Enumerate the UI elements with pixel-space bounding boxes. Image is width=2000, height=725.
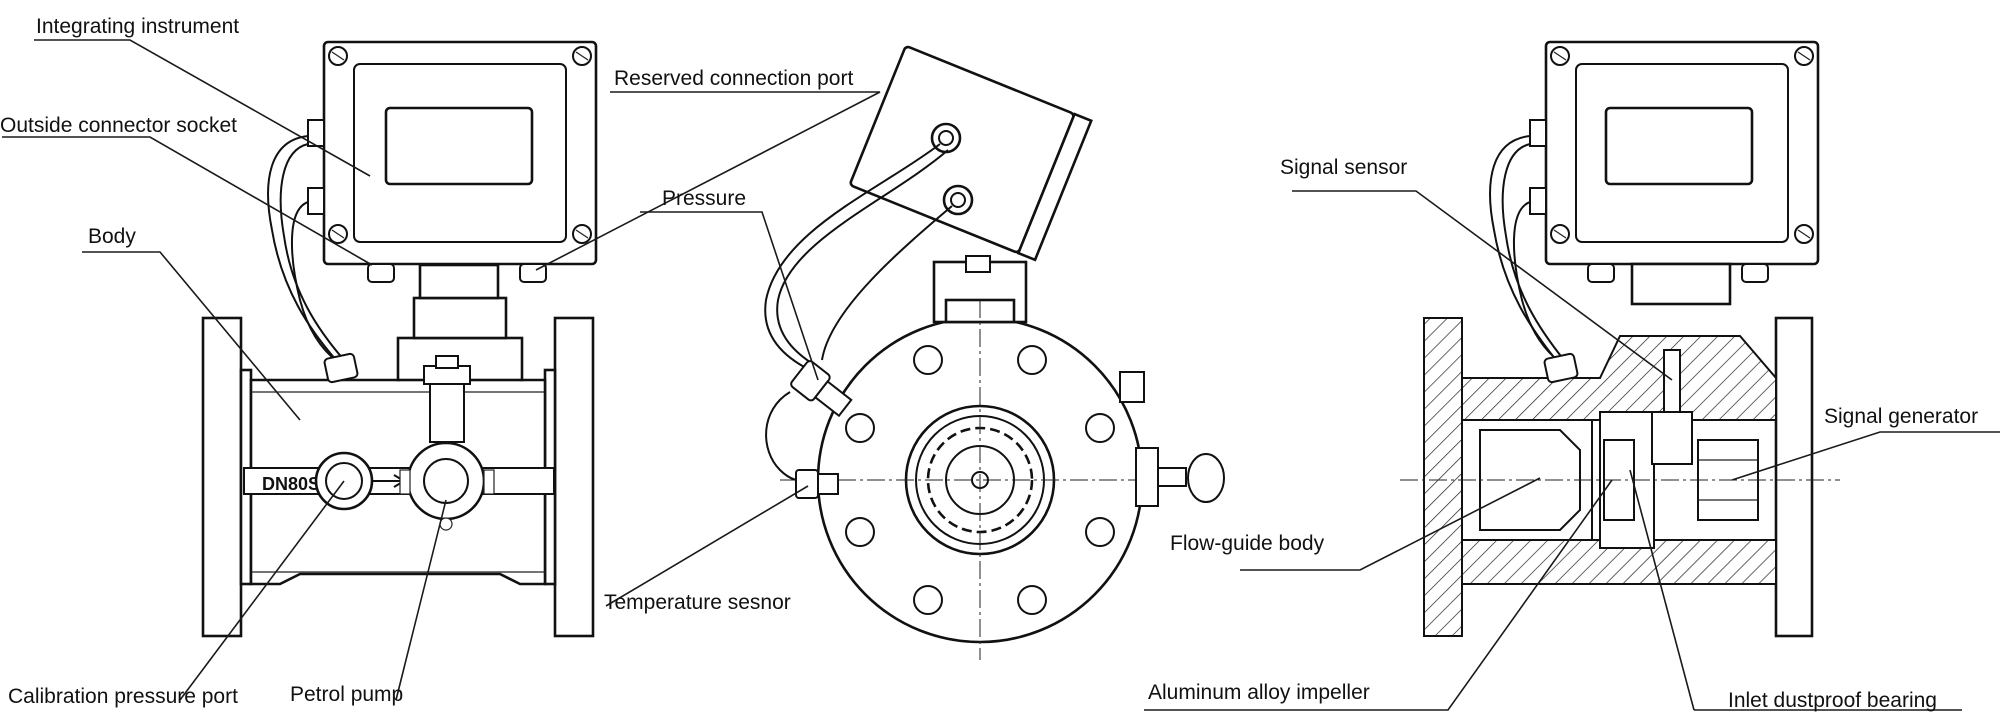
section-left-flange [1423, 317, 1463, 637]
label-flow-guide-body: Flow-guide body [1170, 532, 1325, 555]
front-view: DN80S [201, 40, 598, 638]
label-signal-sensor: Signal sensor [1280, 156, 1407, 179]
side-view [764, 45, 1225, 660]
label-integrating-instrument: Integrating instrument [36, 15, 239, 38]
right-flange [553, 316, 595, 638]
label-signal-generator: Signal generator [1824, 405, 1978, 428]
label-reserved-connection-port: Reserved connection port [614, 67, 853, 90]
section-right-flange [1774, 316, 1814, 638]
label-calibration-pressure-port: Calibration pressure port [8, 685, 238, 708]
label-petrol-pump: Petrol pump [290, 683, 403, 706]
leader-lines [2, 39, 2000, 711]
left-flange [201, 316, 243, 638]
section-view [1400, 40, 1840, 638]
label-temperature-sensor: Temperature sesnor [604, 591, 791, 614]
model-label: DN80S [262, 474, 320, 494]
label-aluminum-alloy-impeller: Aluminum alloy impeller [1148, 681, 1370, 704]
display-window [384, 106, 534, 186]
temperature-sensor [795, 469, 819, 499]
labels: Integrating instrument Outside connector… [0, 15, 1978, 712]
label-inlet-dustproof-bearing: Inlet dustproof bearing [1728, 689, 1937, 712]
label-body: Body [88, 225, 136, 248]
label-outside-connector-socket: Outside connector socket [0, 114, 237, 137]
label-pressure: Pressure [662, 187, 746, 210]
